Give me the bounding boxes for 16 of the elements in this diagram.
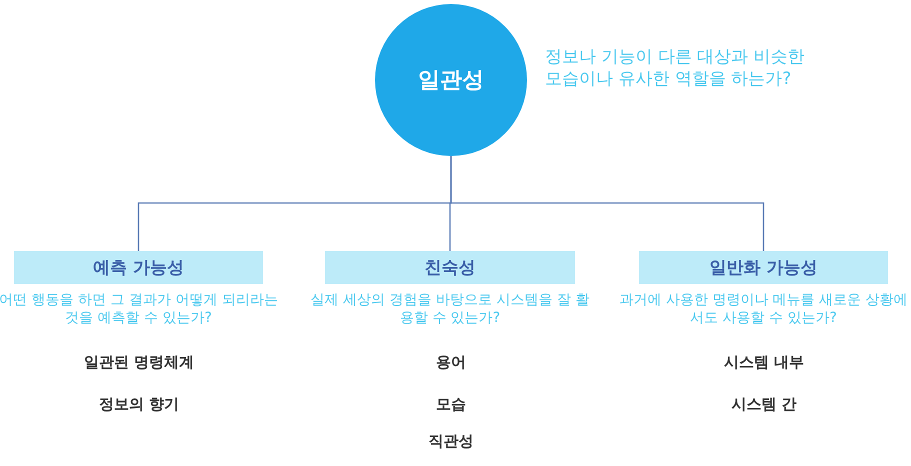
item-label: 용어 <box>435 353 467 372</box>
description-text: 어떤 행동을 하면 그 결과가 어떻게 되리라는 것을 예측할 수 있는가? <box>0 291 279 327</box>
item-label: 일관된 명령체계 <box>82 353 196 372</box>
item-label: 모습 <box>435 395 467 414</box>
item-label: 직관성 <box>428 432 474 451</box>
description-text: 과거에 사용한 명령이나 메뉴를 새로운 상황에서도 사용할 수 있는가? <box>619 291 908 327</box>
item-label: 정보의 향기 <box>98 395 180 414</box>
category-band: 친숙성 <box>325 251 575 284</box>
description-text: 정보나 기능이 다른 대상과 비슷한 모습이나 유사한 역할을 하는가? <box>545 46 805 90</box>
item-label: 시스템 내부 <box>722 353 806 372</box>
topic-circle: 일관성 <box>375 4 527 156</box>
category-band: 예측 가능성 <box>14 251 263 284</box>
category-band: 일반화 가능성 <box>639 251 888 284</box>
description-text: 실제 세상의 경험을 바탕으로 시스템을 잘 활용할 수 있는가? <box>310 291 590 327</box>
item-label: 시스템 간 <box>730 395 798 414</box>
connector-line <box>450 156 764 251</box>
